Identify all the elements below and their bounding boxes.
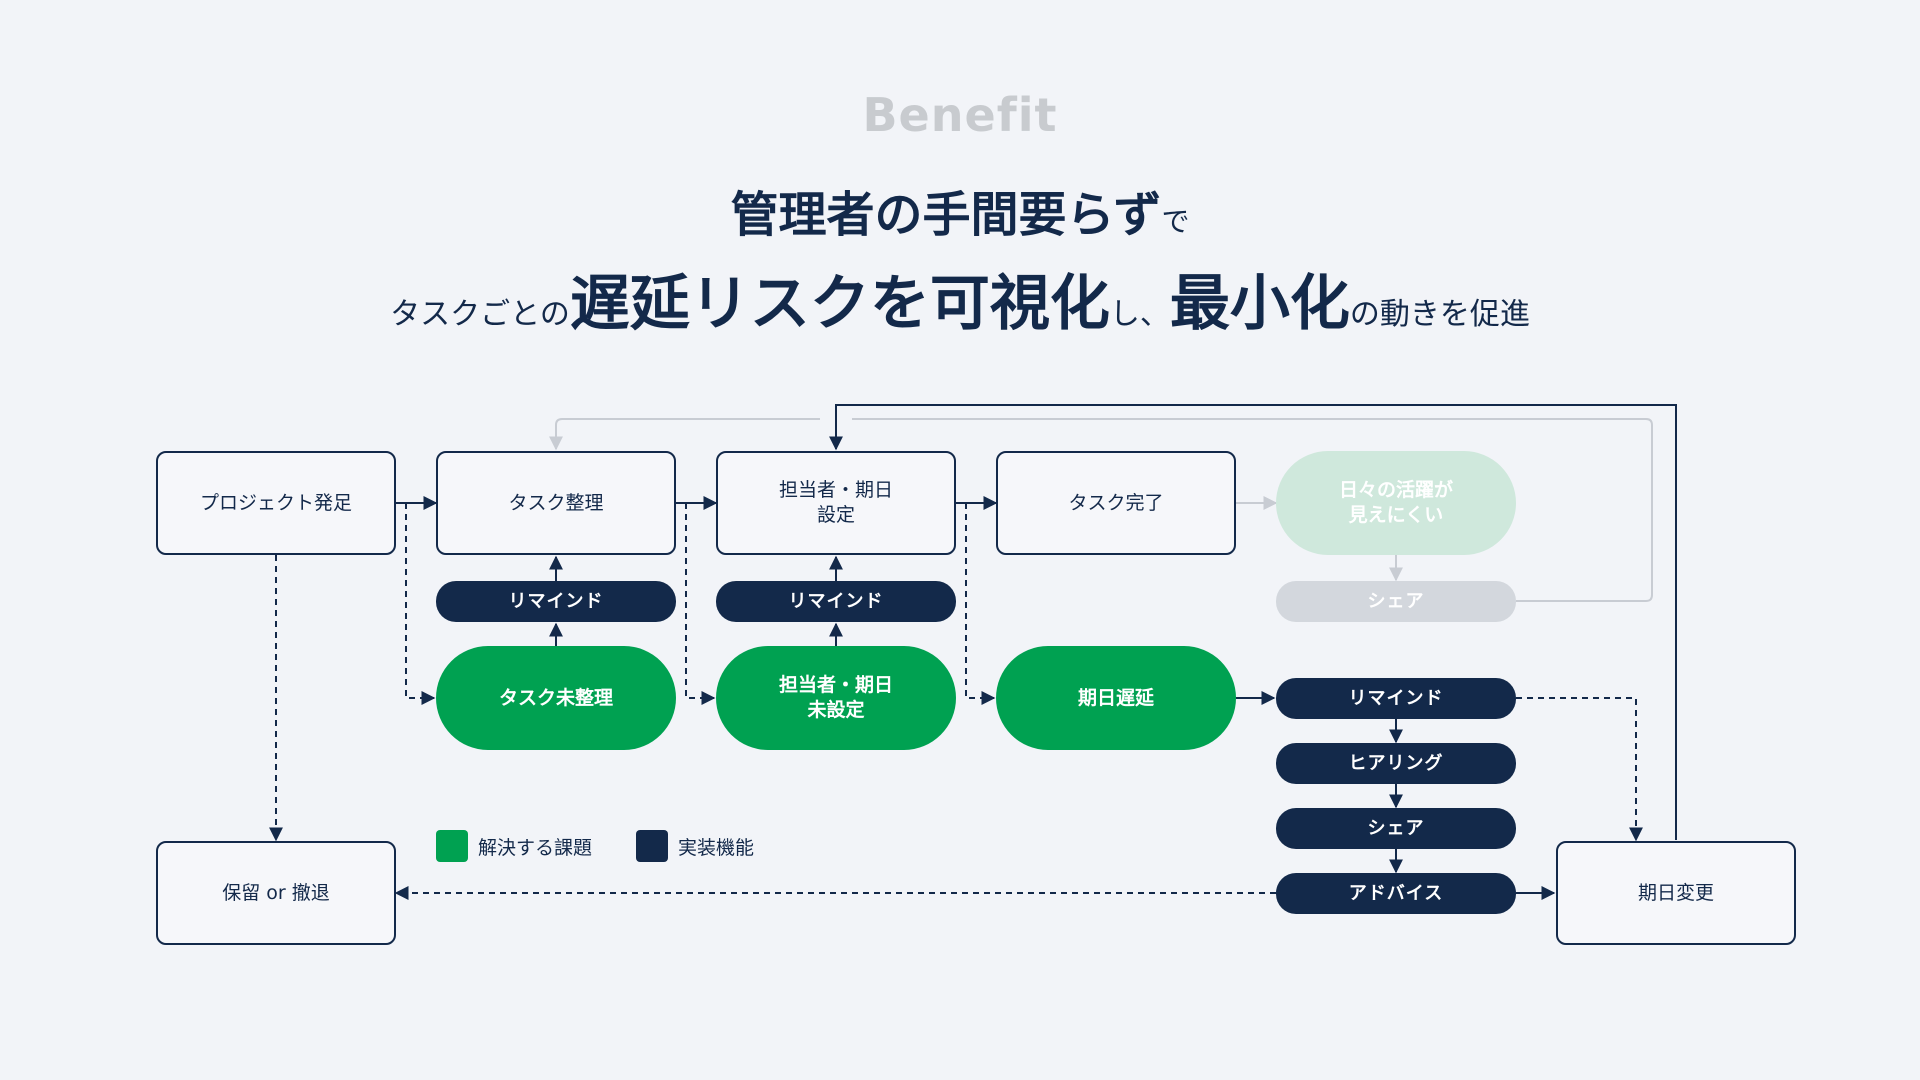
legend-problem-label: 解決する課題: [478, 836, 593, 859]
arrow-share-loop-to-organize: [556, 418, 1653, 602]
pill-remind-2: リマインド: [716, 581, 956, 622]
legend-feature-label: 実装機能: [678, 836, 755, 859]
headline-part-d: 最小化: [1169, 269, 1350, 339]
node-assign-unset: 担当者・期日 未設定: [716, 646, 956, 750]
legend-swatch-green: [436, 830, 468, 862]
pill-remind-1: リマインド: [436, 581, 676, 622]
arrow-remind-to-change: [1516, 697, 1643, 842]
arrow-project-to-unorganized: [405, 503, 436, 705]
arrow-change-loop-to-assign: [829, 404, 1677, 840]
headline-part-a: タスクごとの: [390, 297, 570, 332]
node-daily-activity: 日々の活躍が 見えにくい: [1276, 451, 1516, 555]
pill-hearing: ヒアリング: [1276, 743, 1516, 784]
eyebrow-benefit: Benefit: [862, 88, 1058, 142]
headline-line-2: タスクごとの遅延リスクを可視化し、最小化の動きを促進: [0, 255, 1920, 342]
headline-small-1: で: [1161, 205, 1190, 238]
headline-bold-1: 管理者の手間要らず: [730, 187, 1162, 243]
node-hold-withdraw: 保留 or 撤退: [156, 841, 396, 945]
headline-part-b: 遅延リスクを可視化: [569, 269, 1110, 339]
pill-remind-3: リマインド: [1276, 678, 1516, 719]
node-project-start: プロジェクト発足: [156, 451, 396, 555]
node-assign-date: 担当者・期日 設定: [716, 451, 956, 555]
legend-problem: 解決する課題: [436, 830, 592, 862]
node-date-change: 期日変更: [1556, 841, 1796, 945]
pill-advice: アドバイス: [1276, 873, 1516, 914]
node-task-organize: タスク整理: [436, 451, 676, 555]
legend-swatch-navy: [636, 830, 668, 862]
legend-feature: 実装機能: [636, 830, 754, 862]
pill-share-top: シェア: [1276, 581, 1516, 622]
arrow-assign-to-delay: [965, 503, 996, 705]
node-task-done: タスク完了: [996, 451, 1236, 555]
headline-part-c: し、: [1109, 297, 1170, 332]
arrow-organize-to-unset: [685, 503, 716, 705]
node-task-unorganized: タスク未整理: [436, 646, 676, 750]
headline-line-1: 管理者の手間要らずで: [0, 175, 1920, 245]
node-date-delay: 期日遅延: [996, 646, 1236, 750]
pill-share-bottom: シェア: [1276, 808, 1516, 849]
headline-part-e: の動きを促進: [1349, 297, 1530, 332]
